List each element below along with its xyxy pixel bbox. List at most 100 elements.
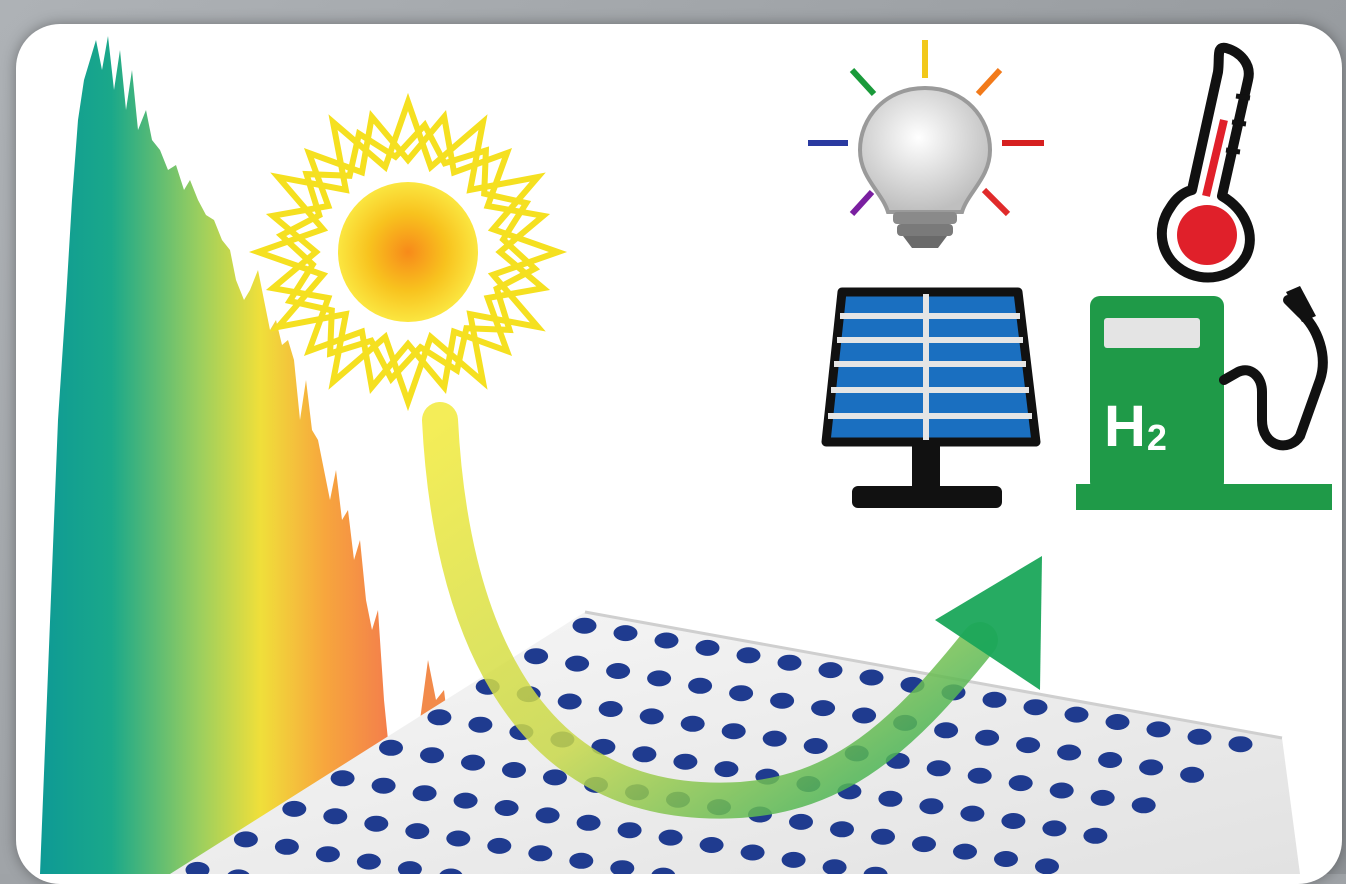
surface-dot bbox=[729, 685, 754, 702]
surface-dot bbox=[543, 769, 567, 786]
surface-dot bbox=[781, 851, 806, 868]
surface-dot bbox=[863, 866, 888, 874]
solar-panel-icon bbox=[821, 287, 1041, 508]
surface-dot bbox=[919, 798, 944, 815]
surface-dot bbox=[1049, 782, 1074, 799]
surface-dot bbox=[1023, 699, 1048, 716]
surface-dot bbox=[397, 861, 422, 874]
surface-dot bbox=[740, 844, 765, 861]
surface-dot bbox=[953, 843, 977, 860]
surface-dot bbox=[960, 805, 985, 822]
surface-dot bbox=[226, 869, 251, 874]
surface-dot bbox=[315, 846, 340, 863]
surface-dot bbox=[982, 691, 1007, 708]
surface-dot bbox=[453, 792, 478, 809]
surface-dot bbox=[576, 814, 601, 831]
surface-dot bbox=[1228, 736, 1253, 753]
sun-ray-outline bbox=[248, 92, 568, 412]
surface-dot bbox=[852, 707, 877, 724]
surface-dot bbox=[379, 739, 403, 756]
surface-dot bbox=[1146, 721, 1171, 738]
surface-dot bbox=[617, 822, 642, 839]
surface-dot bbox=[803, 738, 828, 754]
nanostructured-surface bbox=[170, 612, 1300, 874]
surface-dot bbox=[1098, 752, 1123, 768]
surface-dot bbox=[967, 767, 992, 784]
surface-dot bbox=[405, 823, 430, 840]
thermometer-icon bbox=[1157, 42, 1255, 283]
surface-dot bbox=[1008, 775, 1033, 792]
surface-dot bbox=[654, 632, 679, 649]
surface-dot bbox=[975, 729, 1000, 746]
surface-dot bbox=[811, 700, 836, 717]
surface-dot bbox=[524, 648, 549, 665]
surface-dot bbox=[446, 830, 471, 847]
surface-dot bbox=[822, 859, 847, 874]
surface-dot bbox=[610, 860, 635, 874]
surface-dot bbox=[1180, 766, 1205, 783]
surface-dot bbox=[680, 715, 705, 732]
h2-symbol: H bbox=[1104, 394, 1147, 459]
surface-dot bbox=[356, 853, 381, 870]
h2-label: H2 bbox=[1104, 392, 1214, 462]
surface-dot bbox=[569, 852, 594, 869]
surface-dot bbox=[233, 831, 258, 848]
surface-dot bbox=[494, 800, 519, 816]
surface-dot bbox=[427, 709, 452, 726]
surface-dot bbox=[1090, 789, 1115, 806]
surface-dot bbox=[1064, 706, 1089, 723]
surface-dot bbox=[878, 790, 903, 807]
surface-dot bbox=[487, 837, 512, 854]
surface-dot bbox=[420, 747, 444, 764]
surface-dot bbox=[371, 777, 396, 794]
surface-dot bbox=[658, 829, 683, 846]
surface-dot bbox=[364, 815, 389, 832]
surface-dot bbox=[461, 754, 485, 771]
surface-dot bbox=[762, 730, 787, 747]
surface-dot bbox=[412, 785, 437, 802]
surface-dot bbox=[468, 716, 493, 733]
surface-dot bbox=[770, 692, 795, 709]
surface-dot bbox=[330, 770, 355, 787]
surface-dot bbox=[598, 701, 623, 717]
surface-dot bbox=[934, 722, 959, 739]
surface-dot bbox=[1057, 744, 1082, 761]
surface-dot bbox=[736, 647, 761, 664]
surface-dot bbox=[565, 655, 590, 672]
surface-dot bbox=[606, 663, 631, 679]
surface-dot bbox=[871, 828, 895, 845]
sun-ray-outline bbox=[265, 109, 551, 395]
surface-dot bbox=[859, 669, 884, 686]
surface-dot bbox=[714, 761, 739, 778]
surface-dot bbox=[1001, 813, 1026, 829]
h2-subscript: 2 bbox=[1146, 417, 1168, 458]
surface-dot bbox=[830, 821, 854, 838]
surface-dot bbox=[535, 807, 560, 824]
sun-ray-outline bbox=[275, 119, 541, 385]
surface-dot bbox=[502, 762, 526, 778]
surface-dot bbox=[613, 625, 638, 642]
surface-dot bbox=[1083, 827, 1108, 844]
surface-dot bbox=[1016, 737, 1041, 754]
surface-dot bbox=[572, 617, 597, 634]
surface-dot bbox=[647, 670, 672, 687]
surface-dot bbox=[912, 836, 936, 853]
surface-dot bbox=[1105, 714, 1130, 730]
surface-dot bbox=[1131, 797, 1156, 814]
surface-dot bbox=[1139, 759, 1164, 776]
sun-icon bbox=[248, 92, 568, 412]
surface-dot bbox=[1042, 820, 1067, 837]
arrow-head bbox=[935, 556, 1042, 690]
surface-dot bbox=[777, 654, 802, 671]
surface-dot bbox=[438, 868, 463, 874]
surface-dot bbox=[274, 838, 299, 855]
hydrogen-fuel-pump-icon bbox=[1076, 286, 1332, 510]
surface-dot bbox=[789, 813, 813, 830]
surface-dot bbox=[632, 746, 657, 763]
surface-dot bbox=[818, 662, 843, 679]
surface-dot bbox=[994, 851, 1018, 867]
surface-dot bbox=[673, 753, 698, 770]
surface-dot bbox=[323, 808, 348, 825]
surface-dot bbox=[528, 845, 553, 862]
